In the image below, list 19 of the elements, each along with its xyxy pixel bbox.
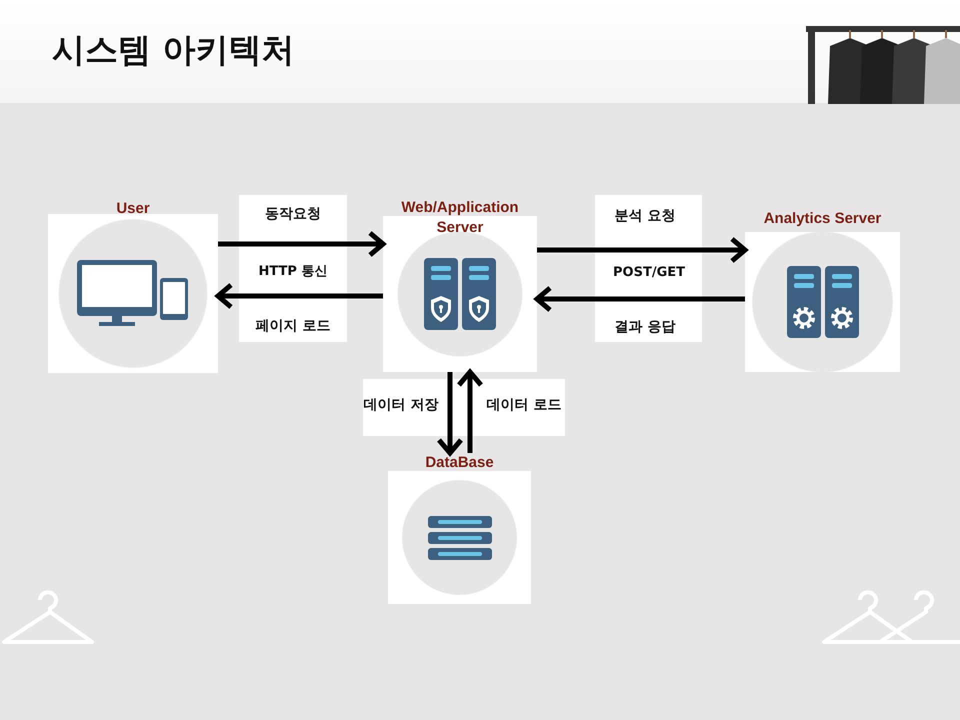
arrow	[216, 282, 383, 310]
arrow	[534, 286, 745, 312]
edge-label: 페이지 로드	[256, 317, 330, 335]
edge-label: 데이터 저장	[364, 396, 438, 414]
arrow	[456, 370, 484, 453]
protocol-label: HTTP 통신	[258, 263, 328, 280]
edge-label: 동작요청	[265, 205, 321, 223]
edge-label: 분석 요청	[614, 207, 676, 225]
node-title: User	[115, 199, 151, 219]
node-title: Web/Application Server	[400, 198, 520, 238]
node-title: Analytics Server	[762, 209, 882, 229]
arrow	[436, 372, 464, 456]
page-title: 시스템 아키텍처	[52, 29, 294, 71]
arrow	[537, 236, 748, 264]
edge-label: 데이터 로드	[486, 396, 562, 414]
node-title: DataBase	[424, 453, 495, 473]
arrow	[218, 230, 386, 258]
protocol-label: POST/GET	[613, 265, 685, 280]
edge-label: 결과 응답	[614, 318, 676, 336]
